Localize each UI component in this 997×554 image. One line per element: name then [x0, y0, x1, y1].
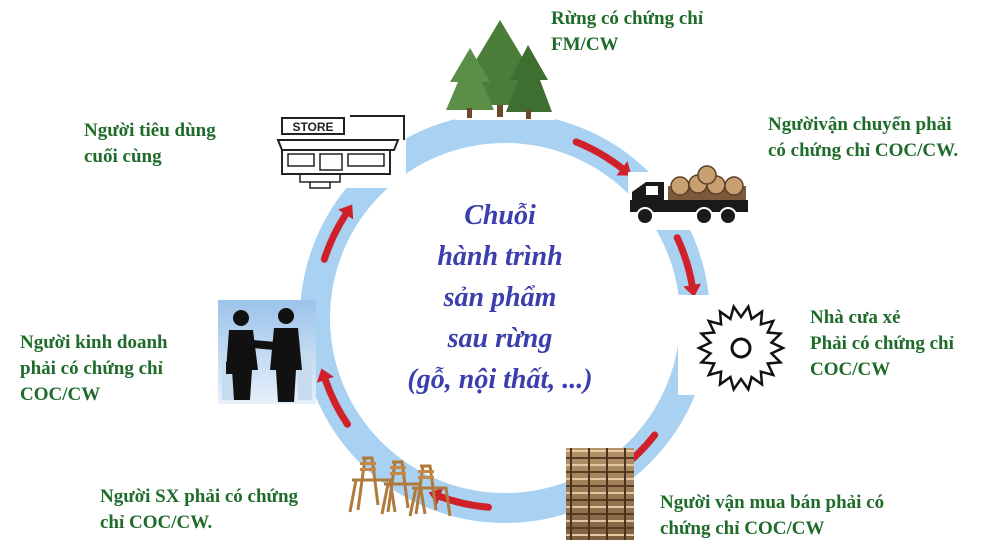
lumber-plank [566, 471, 634, 473]
cycle-arrow [673, 234, 696, 289]
cycle-arrow-head [338, 204, 354, 220]
manufacturer-label-line: Người SX phải có chứng [100, 486, 299, 507]
business-label-line: Người kinh doanh [20, 332, 168, 353]
saw-blade-outline [696, 303, 786, 393]
lumber-plank [566, 506, 634, 508]
cycle-arrow-head [316, 368, 334, 383]
chain-title-line: hành trình [437, 241, 563, 272]
cycle-arrow [436, 493, 492, 511]
cycle-arrow [572, 138, 626, 172]
saw-blade-icon [678, 295, 790, 395]
trader-label: Người vận mua bán phải có chứng chỉ COC/… [660, 490, 884, 542]
logging-truck-icon [628, 165, 750, 230]
lumber-stack-icon [566, 448, 634, 540]
lumber-divider [624, 448, 626, 540]
business-label-line: COC/CW [20, 384, 101, 405]
lumber-plank [566, 513, 634, 515]
lumber-plank [566, 457, 634, 459]
transport-label-line: Ngườivận chuyển phải [768, 114, 952, 135]
sawmill-label: Nhà cưa xẻ Phải có chứng chỉ COC/CW [810, 305, 954, 383]
lumber-plank [566, 464, 634, 466]
lumber-divider [570, 448, 572, 540]
chain-title-line: Chuỗi [464, 200, 536, 231]
cycle-arrow [321, 376, 351, 428]
forest-label: Rừng có chứng chỉ FM/CW [551, 6, 703, 58]
trader-label-line: chứng chỉ COC/CW [660, 518, 825, 539]
trader-label-line: Người vận mua bán phải có [660, 492, 885, 513]
sawmill-label-line: COC/CW [810, 359, 891, 380]
forest-label-line: Rừng có chứng chỉ [551, 8, 704, 29]
lumber-plank [566, 492, 634, 494]
cycle-arrow [320, 211, 350, 263]
sawmill-label-line: Phải có chứng chỉ [810, 333, 954, 354]
sawmill-label-line: Nhà cưa xẻ [810, 307, 901, 328]
consumer-label-line: Người tiêu dùng [84, 120, 216, 141]
store-icon: STORE [274, 108, 406, 189]
pine-trees-icon [446, 20, 555, 120]
forest-label-line: FM/CW [551, 34, 619, 55]
chain-title-line: sản phẩm [443, 282, 557, 313]
transport-label: Ngườivận chuyển phải có chứng chỉ COC/CW… [768, 112, 958, 164]
lumber-plank [566, 499, 634, 501]
wooden-chairs-icon [348, 456, 452, 517]
manufacturer-label-line: chỉ COC/CW. [100, 512, 213, 533]
cycle-arrow-head [683, 283, 701, 297]
manufacturer-label: Người SX phải có chứng chỉ COC/CW. [100, 484, 298, 536]
cycle-arrow-head [616, 161, 632, 176]
lumber-divider [606, 448, 608, 540]
chain-title-line: (gỗ, nội thất, ...) [407, 364, 593, 395]
lumber-plank [566, 478, 634, 480]
lumber-plank [566, 485, 634, 487]
cycle-arrows [316, 138, 701, 511]
chain-title: Chuỗi hành trình sản phẩm sau rừng (gỗ, … [340, 195, 660, 400]
lumber-plank [566, 534, 634, 536]
chain-title-line: sau rừng [447, 323, 553, 354]
store-sign-text: STORE [292, 120, 333, 134]
consumer-label-line: cuối cùng [84, 146, 162, 167]
business-label: Người kinh doanh phải có chứng chỉ COC/C… [20, 330, 168, 408]
lumber-divider [588, 448, 590, 540]
lumber-plank [566, 450, 634, 452]
business-label-line: phải có chứng chỉ [20, 358, 163, 379]
lumber-plank [566, 520, 634, 522]
saw-blade-hub [730, 337, 752, 359]
consumer-label: Người tiêu dùng cuối cùng [84, 118, 216, 170]
transport-label-line: có chứng chỉ COC/CW. [768, 140, 959, 161]
lumber-plank [566, 527, 634, 529]
handshake-icon [218, 300, 316, 404]
